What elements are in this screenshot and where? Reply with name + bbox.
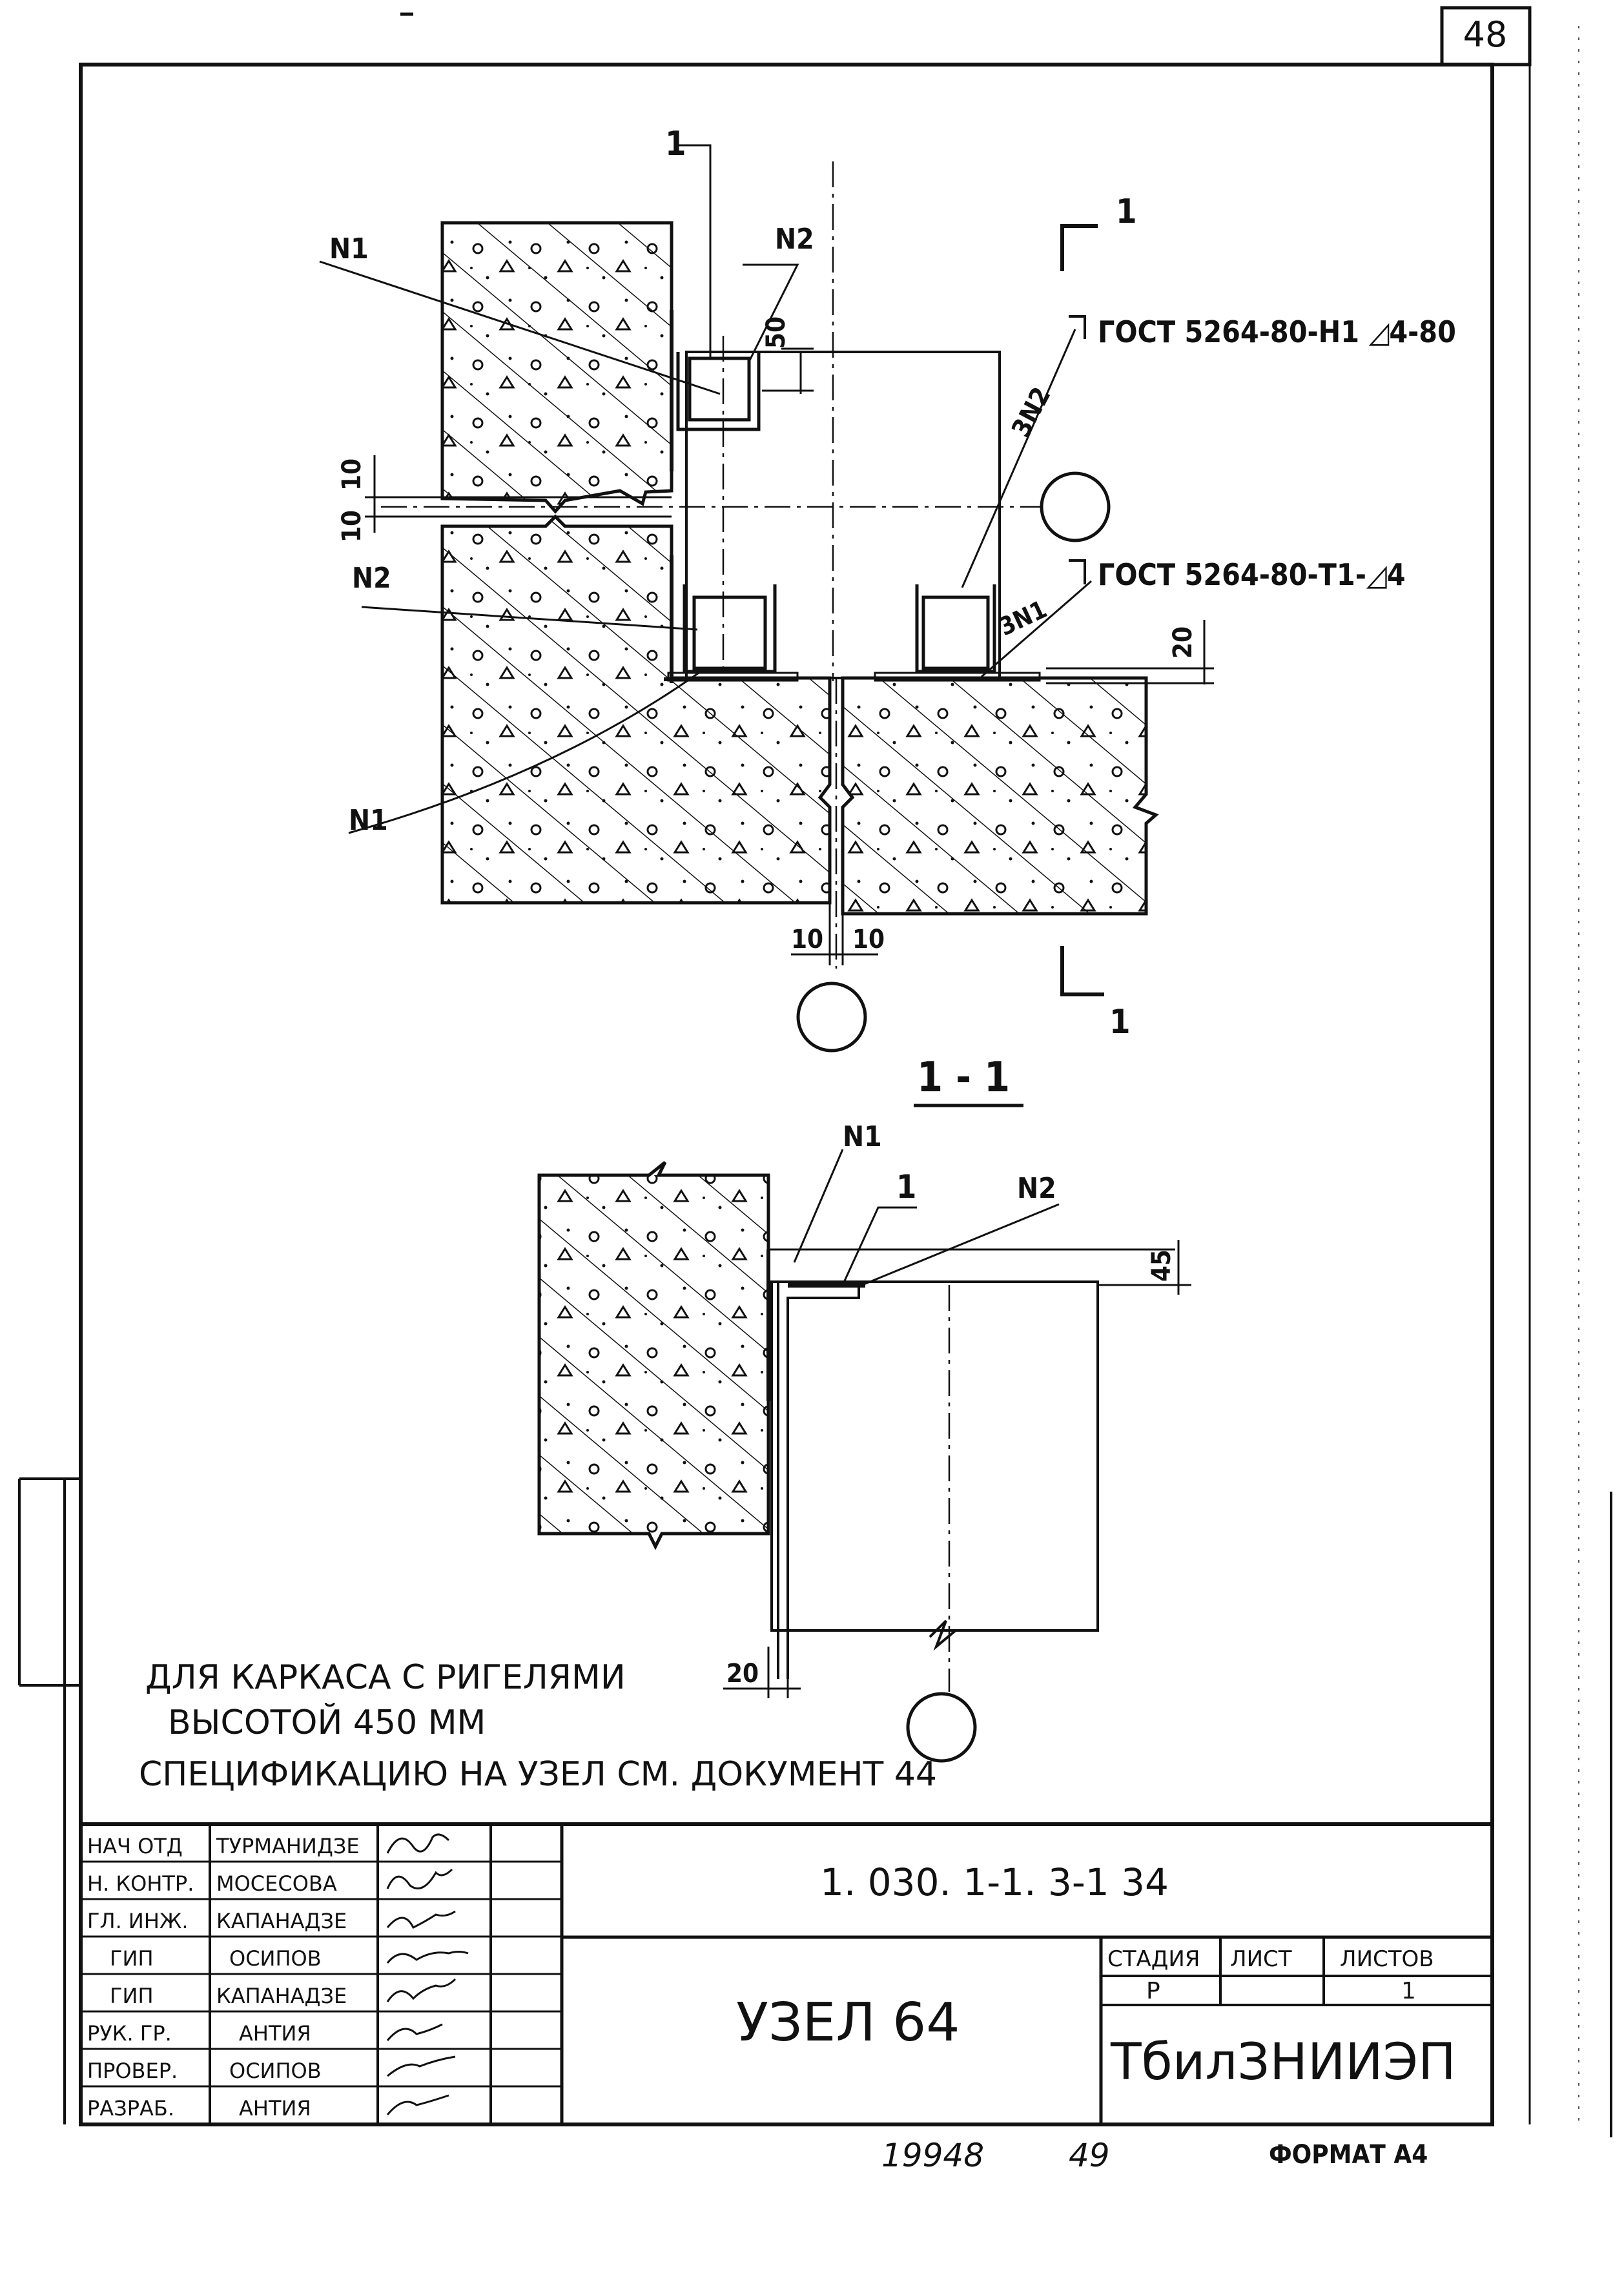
leader-lines xyxy=(319,144,1092,834)
drawing-notes: ДЛЯ КАРКАСА С РИГЕЛЯМИ ВЫСОТОЙ 450 ММ СП… xyxy=(139,1658,937,1794)
weld-note-upper-flag xyxy=(1069,315,1086,339)
label-n1-bottom: N1 xyxy=(349,804,388,837)
dim-10-c: 10 xyxy=(791,925,823,954)
label-n2-mid: N2 xyxy=(352,562,391,595)
section-leaders xyxy=(793,1149,1060,1286)
role-0: НАЧ ОТД xyxy=(87,1834,183,1858)
role-2: ГЛ. ИНЖ. xyxy=(87,1909,189,1933)
approval-rows: НАЧ ОТД ТУРМАНИДЗЕ Н. КОНТР. МОСЕСОВА ГЛ… xyxy=(87,1834,360,2121)
section-mark-top-label: 1 xyxy=(1116,192,1137,231)
section-concrete-wall xyxy=(537,1161,770,1550)
dim-10-d: 10 xyxy=(852,925,885,954)
role-1: Н. КОНТР. xyxy=(87,1871,194,1896)
dimension-lines xyxy=(365,347,1214,965)
note-line-3: СПЕЦИФИКАЦИЮ НА УЗЕЛ СМ. ДОКУМЕНТ 44 xyxy=(139,1755,937,1794)
role-6: ПРОВЕР. xyxy=(87,2059,178,2083)
dim-50: 50 xyxy=(761,316,791,349)
section-title: 1 - 1 xyxy=(917,1054,1010,1102)
label-3n1: 3N1 xyxy=(994,595,1051,641)
plan-view: 1 1 N1 1 N2 N2 N1 3N2 3N1 ГОСТ 5264-80-Н… xyxy=(319,125,1456,1053)
section-marker-top xyxy=(1060,224,1098,271)
name-6: ОСИПОВ xyxy=(229,2059,322,2083)
section-marker-bottom xyxy=(1060,946,1104,996)
section-break-line xyxy=(929,1619,957,1651)
sheets-header: ЛИСТОВ xyxy=(1340,1946,1434,1972)
sheet-header: ЛИСТ xyxy=(1230,1946,1292,1972)
axis-bubble-plan-right xyxy=(1040,471,1111,542)
note-line-1: ДЛЯ КАРКАСА С РИГЕЛЯМИ xyxy=(145,1658,626,1697)
note-line-2: ВЫСОТОЙ 450 ММ xyxy=(168,1703,486,1742)
sheets-value: 1 xyxy=(1401,1978,1416,2004)
section-label-n2: N2 xyxy=(1017,1172,1056,1205)
name-2: КАПАНАДЗЕ xyxy=(216,1909,347,1933)
axis-bubble-plan-bottom xyxy=(796,982,867,1053)
name-1: МОСЕСОВА xyxy=(216,1871,337,1896)
section-mark-bottom-label: 1 xyxy=(1109,1003,1131,1042)
name-0: ТУРМАНИДЗЕ xyxy=(216,1834,360,1858)
label-n2-top: N2 xyxy=(775,223,814,256)
steel-channels xyxy=(676,352,996,673)
label-3n2: 3N2 xyxy=(1006,382,1056,442)
organization: ТбилЗНИИЭП xyxy=(1110,2033,1456,2092)
concrete-wall-upper xyxy=(440,221,673,514)
dim-10-a: 10 xyxy=(337,458,367,491)
section-dim-45: 45 xyxy=(1147,1249,1177,1282)
section-label-n1: N1 xyxy=(843,1120,882,1153)
role-3: ГИП xyxy=(110,1946,154,1971)
role-7: РАЗРАБ. xyxy=(87,2096,174,2121)
name-5: АНТИЯ xyxy=(239,2021,311,2046)
concrete-slab-right xyxy=(841,676,1159,916)
label-item1-top: 1 xyxy=(665,125,686,163)
axis-bubble-section xyxy=(906,1692,977,1763)
inventory-number: 19948 xyxy=(881,2137,984,2174)
page-number: 48 xyxy=(1463,14,1508,55)
name-4: КАПАНАДЗЕ xyxy=(216,1984,347,2008)
dim-20: 20 xyxy=(1168,626,1198,659)
signatures xyxy=(386,1833,469,2115)
section-dim-20: 20 xyxy=(726,1659,759,1689)
stage-value: Р xyxy=(1146,1978,1160,2004)
footer-number: 49 xyxy=(1069,2137,1110,2174)
section-view: N1 1 N2 45 20 xyxy=(537,1120,1191,1763)
name-3: ОСИПОВ xyxy=(229,1946,322,1971)
axis-lines xyxy=(381,161,1046,969)
format-label: ФОРМАТ А4 xyxy=(1269,2140,1428,2170)
concrete-wall-lower xyxy=(440,514,832,905)
weld-note-upper: ГОСТ 5264-80-Н1 ◿4-80 xyxy=(1098,314,1456,349)
section-label-1: 1 xyxy=(896,1168,916,1206)
dim-10-b: 10 xyxy=(337,510,367,542)
weld-note-lower: ГОСТ 5264-80-Т1-◿4 xyxy=(1098,557,1406,592)
role-4: ГИП xyxy=(110,1984,154,2008)
title-block xyxy=(79,1822,1494,2126)
name-7: АНТИЯ xyxy=(239,2096,311,2121)
role-5: РУК. ГР. xyxy=(87,2021,172,2046)
stage-header: СТАДИЯ xyxy=(1107,1946,1200,1972)
weld-note-lower-flag xyxy=(1069,559,1086,584)
node-title: УЗЕЛ 64 xyxy=(736,1992,960,2053)
column-outline xyxy=(664,310,1041,683)
label-n1-top: N1 xyxy=(329,232,369,265)
section-steel xyxy=(766,1248,1175,1679)
section-dimensions xyxy=(723,1240,1191,1698)
document-code: 1. 030. 1-1. 3-1 34 xyxy=(820,1860,1169,1904)
